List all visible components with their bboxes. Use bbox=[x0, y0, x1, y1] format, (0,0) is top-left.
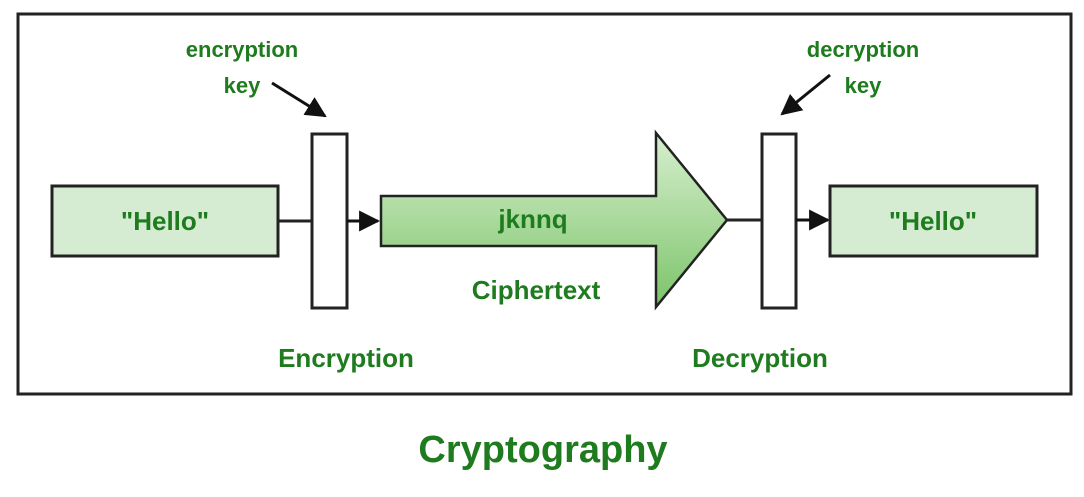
plaintext-right-text: "Hello" bbox=[889, 206, 977, 236]
decryption-key-pointer bbox=[780, 73, 831, 116]
encryption-bar bbox=[310, 132, 349, 310]
ciphertext-value: jknnq bbox=[497, 204, 567, 234]
ciphertext-label: Ciphertext bbox=[472, 275, 601, 305]
encryption-key-label-line2: key bbox=[224, 73, 261, 98]
encryption-key-pointer bbox=[271, 81, 327, 118]
decryption-key-label-line1: decryption bbox=[807, 37, 919, 62]
encryption-label: Encryption bbox=[278, 343, 414, 373]
encryption-key-label-line1: encryption bbox=[186, 37, 298, 62]
plaintext-box-right bbox=[828, 184, 1039, 258]
decryption-key-label-line2: key bbox=[845, 73, 882, 98]
decryption-bar bbox=[760, 132, 798, 310]
ciphertext-arrow bbox=[379, 129, 729, 311]
decryption-label: Decryption bbox=[692, 343, 828, 373]
plaintext-left-text: "Hello" bbox=[121, 206, 209, 236]
diagram-caption: Cryptography bbox=[418, 429, 667, 471]
plaintext-box-left bbox=[50, 184, 280, 258]
